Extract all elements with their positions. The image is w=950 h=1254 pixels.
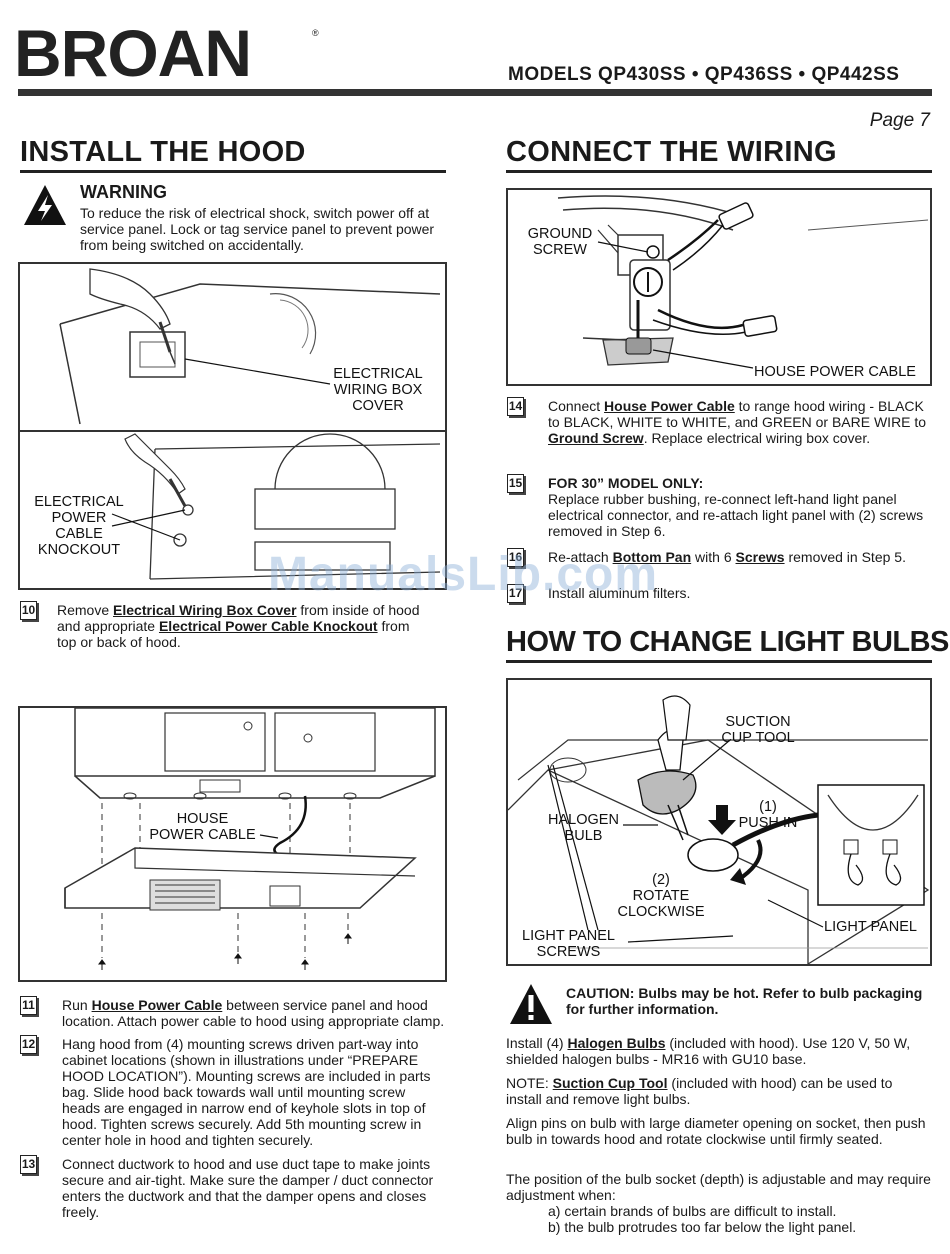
step-11-text: Run House Power Cable between service pa…	[62, 997, 445, 1029]
step-number: 17	[507, 584, 524, 603]
warning-text: To reduce the risk of electrical shock, …	[80, 205, 435, 253]
para-socket-position: The position of the bulb socket (depth) …	[506, 1171, 931, 1203]
step-15-title: FOR 30” MODEL ONLY:	[548, 475, 704, 491]
connect-wiring-heading: CONNECT THE WIRING	[506, 136, 837, 168]
link-suction-cup-tool: Suction Cup Tool	[552, 1075, 668, 1091]
link-house-power-cable: House Power Cable	[91, 997, 223, 1013]
section-rule	[506, 170, 932, 173]
header-rule	[18, 89, 932, 96]
para-install-bulbs: Install (4) Halogen Bulbs (included with…	[506, 1035, 911, 1067]
link-ground-screw: Ground Screw	[548, 430, 644, 446]
registered-mark: ®	[312, 28, 319, 38]
link-halogen-bulbs: Halogen Bulbs	[567, 1035, 666, 1051]
label-light-panel: LIGHT PANEL	[824, 919, 917, 935]
step-number: 16	[507, 548, 524, 567]
step-14-text: Connect House Power Cable to range hood …	[548, 398, 927, 446]
link-wiring-box-cover: Electrical Wiring Box Cover	[113, 602, 297, 618]
label-push-in: (1)PUSH IN	[738, 799, 798, 831]
warning-icon	[24, 185, 66, 225]
step-15-body: Replace rubber bushing, re-connect left-…	[548, 491, 924, 539]
install-hood-heading: INSTALL THE HOOD	[20, 136, 306, 168]
page-number: Page 7	[869, 110, 930, 131]
link-bottom-pan: Bottom Pan	[612, 549, 692, 565]
caution-text: CAUTION: Bulbs may be hot. Refer to bulb…	[566, 985, 923, 1017]
broan-logo: BROAN ®	[14, 16, 319, 90]
figure-hang-hood-drawing	[64, 708, 436, 970]
logo-text: BROAN	[14, 16, 252, 90]
step-number: 12	[20, 1035, 37, 1054]
step-number: 14	[507, 397, 524, 416]
step-number: 13	[20, 1155, 37, 1174]
caution-icon	[510, 984, 552, 1024]
label-house-power-cable: HOUSE POWER CABLE	[754, 364, 916, 380]
para-align-pins: Align pins on bulb with large diameter o…	[506, 1115, 926, 1147]
step-17-text: Install aluminum filters.	[548, 585, 691, 601]
list-item-a: a) certain brands of bulbs are difficult…	[548, 1203, 837, 1219]
list-item-b: b) the bulb protrudes too far below the …	[548, 1219, 857, 1235]
change-bulbs-heading: HOW TO CHANGE LIGHT BULBS	[506, 626, 949, 658]
warning-title: WARNING	[80, 182, 167, 202]
figure-wiring-box-drawing	[20, 268, 445, 580]
step-number: 11	[20, 996, 37, 1015]
link-house-power-cable: House Power Cable	[604, 398, 735, 414]
figure-wiring-drawing	[557, 195, 929, 369]
figure-change-bulb-drawing	[508, 695, 930, 964]
link-power-cable-knockout: Electrical Power Cable Knockout	[158, 618, 378, 634]
step-10-text: Remove Electrical Wiring Box Cover from …	[57, 602, 420, 650]
step-15-text: FOR 30” MODEL ONLY:Replace rubber bushin…	[548, 475, 933, 539]
section-rule	[20, 170, 446, 173]
link-screws: Screws	[735, 549, 785, 565]
step-number: 15	[507, 474, 524, 493]
step-13-text: Connect ductwork to hood and use duct ta…	[62, 1156, 434, 1220]
para-suction-note: NOTE: Suction Cup Tool (included with ho…	[506, 1075, 893, 1107]
section-rule	[506, 660, 932, 663]
step-number: 10	[20, 601, 37, 620]
models-title: MODELS QP430SS • QP436SS • QP442SS	[508, 64, 900, 85]
step-12-text: Hang hood from (4) mounting screws drive…	[62, 1036, 431, 1148]
step-16-text: Re-attach Bottom Pan with 6 Screws remov…	[548, 549, 906, 565]
